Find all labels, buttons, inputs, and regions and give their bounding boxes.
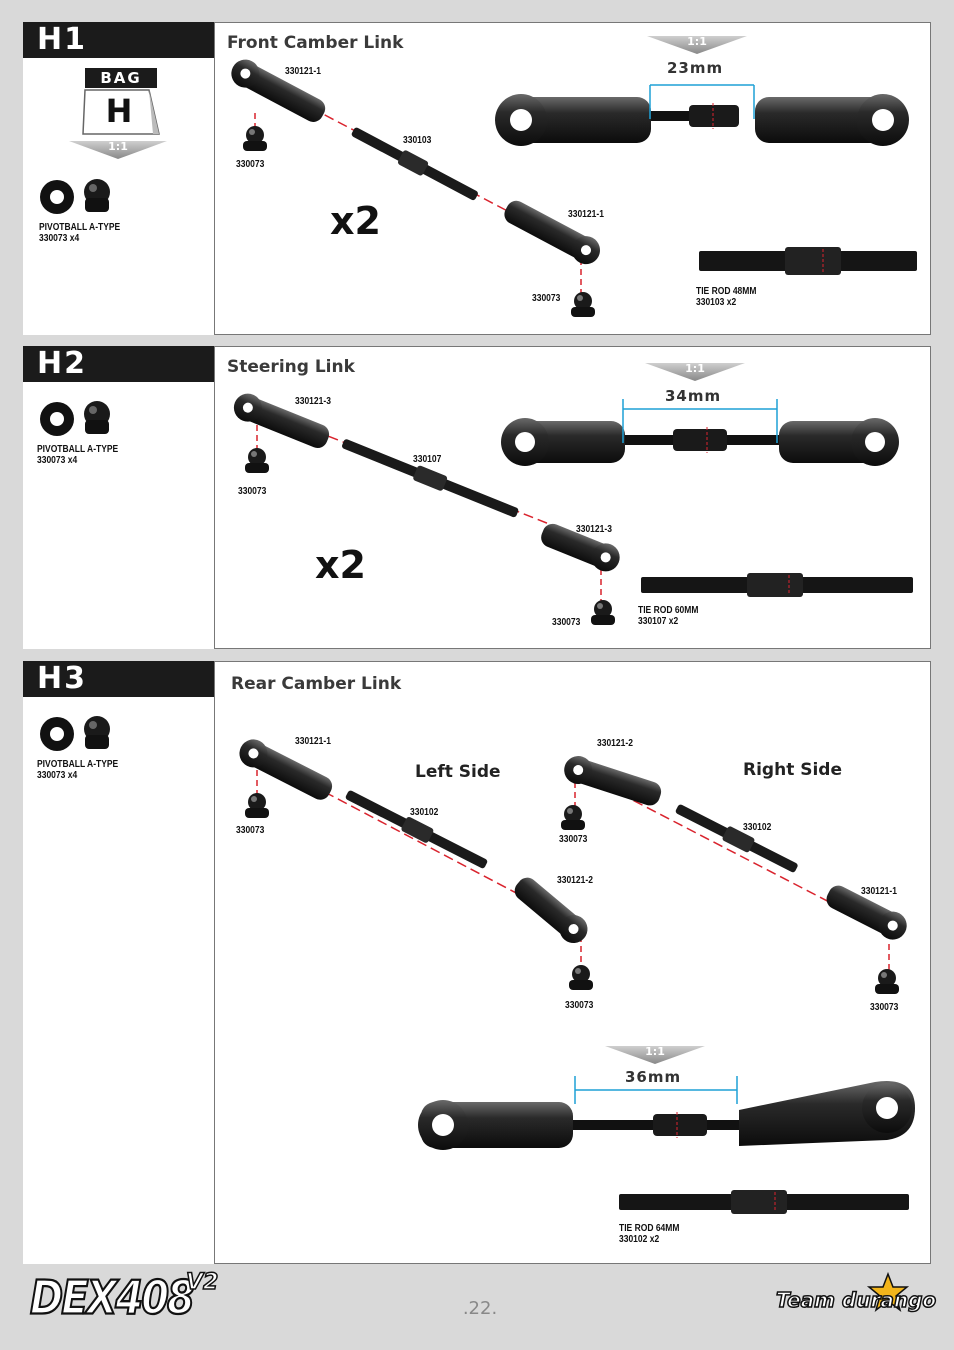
pivotball-icon bbox=[40, 716, 110, 751]
h2-multiplier: x2 bbox=[315, 543, 366, 587]
tie-rod-60mm bbox=[641, 573, 913, 597]
step-h1-label: H1 bbox=[23, 22, 214, 58]
step-h2: H2 PIVOTBALL A-TYPE 330073 x4 Steering L… bbox=[23, 346, 931, 649]
pivotball-name: PIVOTBALL A-TYPE bbox=[37, 759, 119, 770]
h1-part-code: 330103 x2 bbox=[696, 297, 737, 308]
h2-rod: 330107 bbox=[413, 454, 442, 465]
pivotball-icon bbox=[40, 179, 110, 214]
steering-link-assembled bbox=[501, 399, 899, 466]
h1-rodend-bottom: 330121-1 bbox=[568, 209, 604, 220]
step-h3-content: Rear Camber Link bbox=[214, 661, 931, 1264]
team-durango-text: Team durango bbox=[775, 1288, 937, 1312]
page-number: .22. bbox=[462, 1298, 498, 1319]
team-durango-logo: Team durango bbox=[772, 1272, 937, 1328]
step-h1-sidebar: H1 BAG H 1:1 PIVOTBALL A-TYPE 330073 x4 bbox=[23, 22, 214, 335]
h2-ball-top: 330073 bbox=[238, 486, 267, 497]
h2-part-code: 330107 x2 bbox=[638, 616, 679, 627]
h3-left-rodend-bottom: 330121-2 bbox=[557, 875, 593, 886]
step-h1-content: Front Camber Link bbox=[214, 22, 931, 335]
h3-left-ball-bottom: 330073 bbox=[565, 1000, 594, 1011]
pivotball-name: PIVOTBALL A-TYPE bbox=[37, 444, 119, 455]
h3-scale: 1:1 bbox=[645, 1045, 665, 1058]
h3-right-ball-top: 330073 bbox=[559, 834, 588, 845]
step-h3: H3 PIVOTBALL A-TYPE 330073 x4 Rear Cambe… bbox=[23, 661, 931, 1264]
h1-scale: 1:1 bbox=[687, 35, 707, 48]
step-h2-title: Steering Link bbox=[227, 357, 355, 377]
h1-ball-bottom: 330073 bbox=[532, 293, 561, 304]
tie-rod-64mm bbox=[619, 1190, 909, 1214]
dex408-logo-sup: V2 bbox=[185, 1269, 219, 1296]
step-h2-sidebar: H2 PIVOTBALL A-TYPE 330073 x4 bbox=[23, 346, 214, 649]
h3-right-rod: 330102 bbox=[743, 822, 772, 833]
h2-part-name: TIE ROD 60MM bbox=[638, 605, 699, 616]
pivotball-qty: 330073 x4 bbox=[37, 455, 78, 466]
h2-ball-bottom: 330073 bbox=[552, 617, 581, 628]
step-h3-title: Rear Camber Link bbox=[231, 674, 402, 694]
h1-part-name: TIE ROD 48MM bbox=[696, 286, 757, 297]
h1-multiplier: x2 bbox=[330, 199, 381, 243]
step-h3-sidebar: H3 PIVOTBALL A-TYPE 330073 x4 bbox=[23, 661, 214, 1264]
h3-right-rodend-bottom: 330121-1 bbox=[861, 886, 897, 897]
h2-rodend-top: 330121-3 bbox=[295, 396, 331, 407]
h3-right-rodend-top: 330121-2 bbox=[597, 738, 633, 749]
dex408-logo: DEX408 V2 bbox=[29, 1269, 230, 1326]
h3-left-side-label: Left Side bbox=[415, 762, 501, 782]
h3-part-code: 330102 x2 bbox=[619, 1234, 660, 1245]
dex408-logo-text: DEX408 bbox=[29, 1271, 196, 1326]
front-camber-assembled bbox=[495, 84, 909, 146]
step-h2-label: H2 bbox=[23, 346, 214, 382]
star-icon bbox=[866, 1272, 910, 1312]
bag-letter: H bbox=[105, 92, 133, 130]
step-h1: H1 BAG H 1:1 PIVOTBALL A-TYPE 330073 x4 … bbox=[23, 22, 931, 335]
bag-scale-badge: 1:1 bbox=[69, 141, 167, 159]
bag-shape bbox=[82, 89, 160, 135]
bag-label: BAG bbox=[85, 68, 157, 88]
step-h1-title: Front Camber Link bbox=[227, 33, 404, 53]
pivotball-icon bbox=[40, 401, 110, 436]
steering-link-exploded-drawing bbox=[233, 363, 913, 625]
step-h3-label: H3 bbox=[23, 661, 214, 697]
h3-right-side-label: Right Side bbox=[743, 760, 843, 780]
rear-camber-exploded-drawing bbox=[239, 739, 915, 1214]
h3-dimension: 36mm bbox=[625, 1068, 682, 1086]
h3-part-name: TIE ROD 64MM bbox=[619, 1223, 680, 1234]
h1-dimension: 23mm bbox=[667, 59, 724, 77]
h1-rod: 330103 bbox=[403, 135, 432, 146]
h1-ball-top: 330073 bbox=[236, 159, 265, 170]
h3-right-ball-bottom: 330073 bbox=[870, 1002, 899, 1013]
pivotball-qty: 330073 x4 bbox=[37, 770, 78, 781]
h3-left-rodend-top: 330121-1 bbox=[295, 736, 331, 747]
h3-left-ball-top: 330073 bbox=[236, 825, 265, 836]
front-camber-exploded-drawing bbox=[231, 36, 917, 317]
h2-dimension: 34mm bbox=[665, 387, 722, 405]
h1-rodend-top: 330121-1 bbox=[285, 66, 321, 77]
pivotball-name: PIVOTBALL A-TYPE bbox=[39, 222, 121, 233]
tie-rod-48mm bbox=[699, 247, 917, 275]
step-h2-content: Steering Link bbox=[214, 346, 931, 649]
pivotball-qty: 330073 x4 bbox=[39, 233, 80, 244]
h2-rodend-bottom: 330121-3 bbox=[576, 524, 612, 535]
bag-icon: BAG H bbox=[81, 68, 161, 140]
rear-camber-assembled bbox=[418, 1076, 915, 1150]
h3-left-rod: 330102 bbox=[410, 807, 439, 818]
h2-scale: 1:1 bbox=[685, 362, 705, 375]
